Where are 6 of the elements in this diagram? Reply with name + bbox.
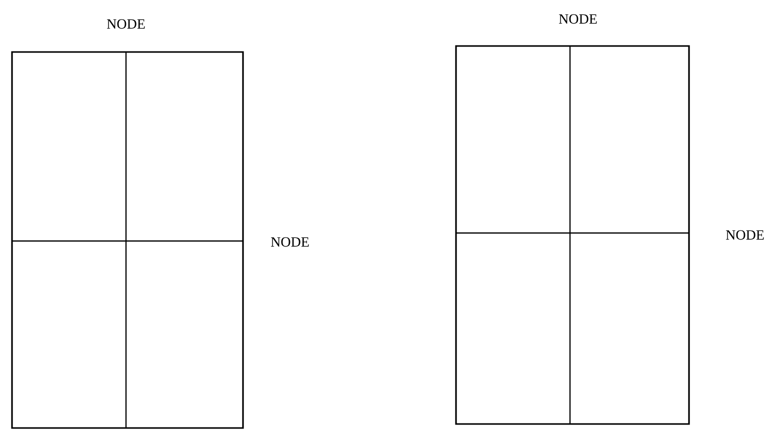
node-label: NODE: [270, 237, 309, 247]
node-label: NODE: [558, 14, 597, 24]
node-label: NODE: [106, 19, 145, 29]
grid-box: [11, 51, 244, 429]
node-label: NODE: [726, 230, 764, 240]
grid-box: [455, 45, 690, 425]
